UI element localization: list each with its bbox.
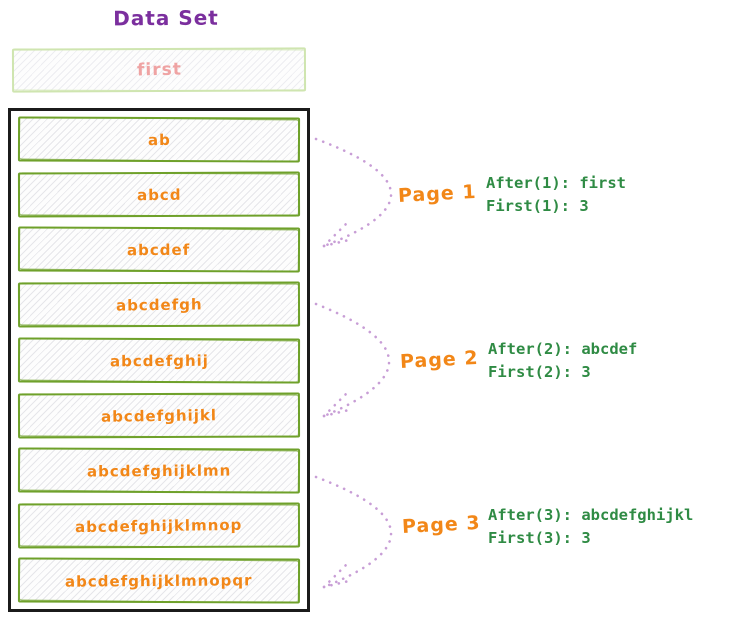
dataset-item-label: ab — [147, 130, 171, 149]
page-1-after-line: After(1): first — [486, 174, 626, 192]
dataset-item-label: abcdefghijklmnopqr — [65, 570, 253, 591]
dataset-item-label: abcdefghijkl — [100, 405, 218, 425]
dataset-item-label: abcdefgh — [115, 295, 203, 315]
page-3-first-line: First(3): 3 — [488, 529, 591, 547]
page-1-label: Page 1 — [397, 180, 478, 208]
page-2-after-line: After(2): abcdef — [488, 340, 638, 358]
dataset-item: abcdefghijklmnopqr — [17, 557, 301, 604]
page-2-arrow — [314, 302, 391, 418]
dataset-item: abcdefghijklmn — [17, 447, 301, 494]
page-3-arrow — [314, 475, 393, 589]
dataset-item-label: abcdef — [127, 240, 191, 259]
page-3-after-line: After(3): abcdefghijkl — [488, 506, 694, 524]
page-3-note: After(3): abcdefghijkl First(3): 3 — [488, 504, 693, 550]
dataset-item-label: abcd — [136, 185, 182, 204]
previous-item-box: first — [11, 47, 307, 93]
page-1-arrow — [314, 137, 393, 248]
page-2-first-line: First(2): 3 — [488, 363, 591, 381]
dataset-item-label: abcdefghij — [109, 350, 209, 370]
page-1-first-line: First(1): 3 — [486, 197, 589, 215]
dataset-item-label: abcdefghijklmnop — [75, 515, 243, 536]
diagram-title: Data Set — [113, 5, 219, 31]
page-3-label: Page 3 — [401, 511, 482, 539]
dataset-item: ab — [17, 116, 301, 163]
page-1-note: After(1): first First(1): 3 — [486, 172, 626, 218]
dataset-item: abcdefghij — [17, 337, 301, 383]
dataset-item: abcdefghijklmnop — [17, 502, 301, 549]
dataset-item: abcd — [17, 171, 301, 218]
page-2-label: Page 2 — [399, 346, 480, 374]
dataset-item: abcdef — [17, 226, 301, 273]
previous-item-label: first — [136, 59, 182, 81]
dataset-item: abcdefghijkl — [17, 392, 301, 439]
dataset-item: abcdefgh — [17, 281, 301, 328]
dataset-item-label: abcdefghijklmn — [86, 460, 232, 480]
page-2-note: After(2): abcdef First(2): 3 — [488, 338, 637, 384]
dataset-container: ab abcd abcdef abcdefgh abcdefghij abcde… — [8, 108, 310, 612]
